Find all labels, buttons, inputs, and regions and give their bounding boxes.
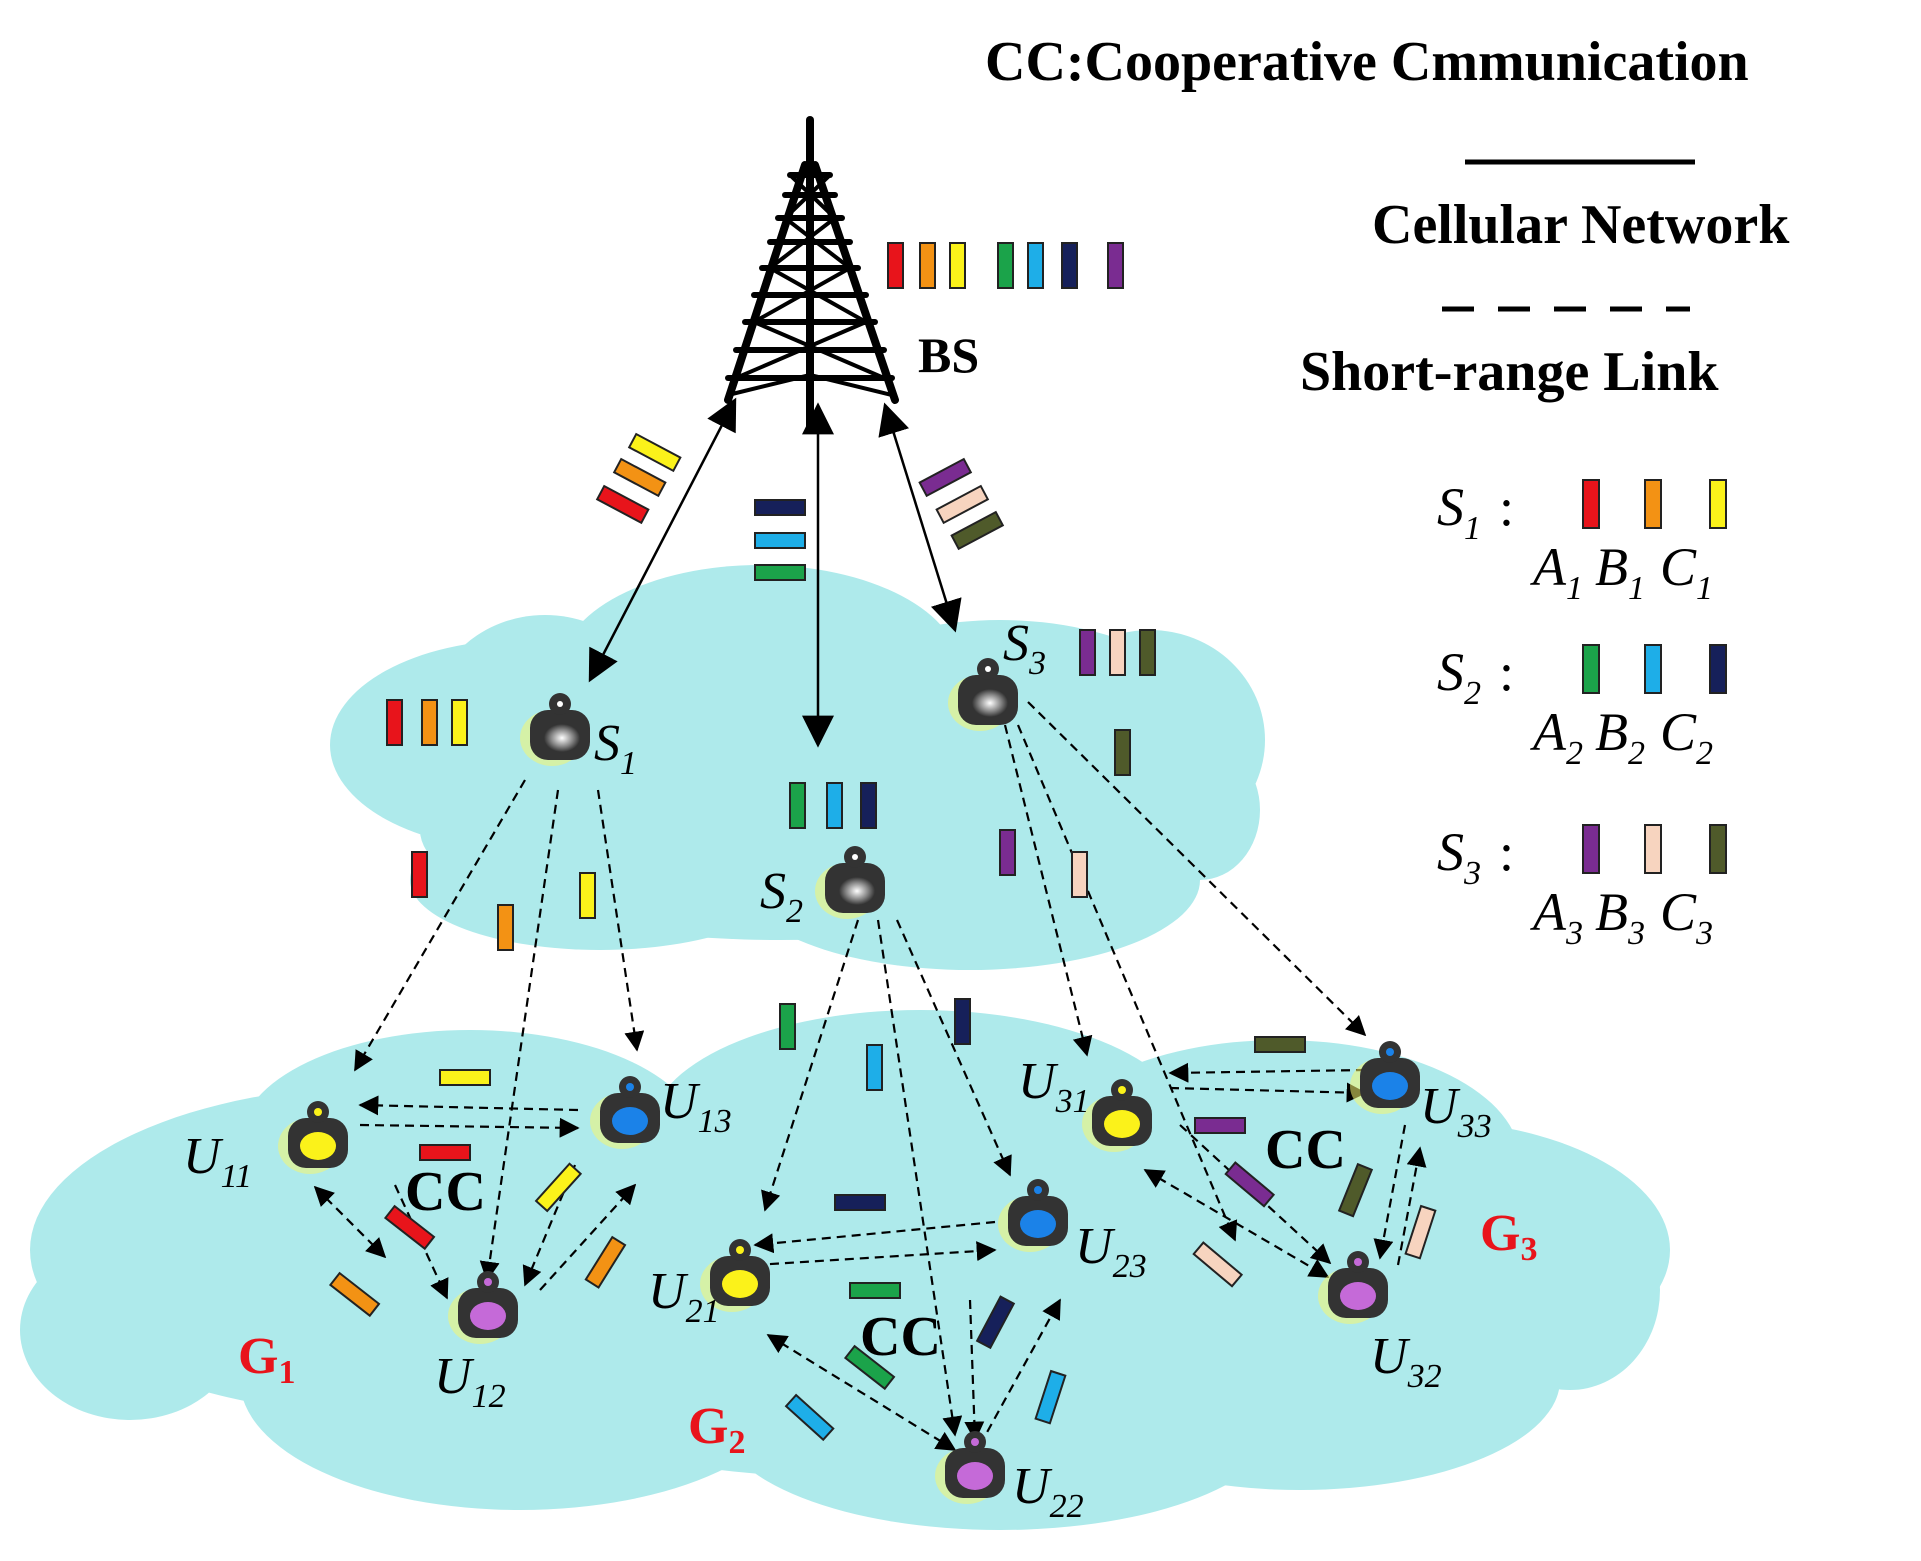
source-node-s3[interactable] [948, 658, 1018, 731]
user-node-u31[interactable] [1082, 1079, 1152, 1152]
user-label-u22: U22 [1012, 1458, 1084, 1525]
user-label-u13: U13 [660, 1073, 732, 1140]
user-label-u23: U23 [1075, 1218, 1147, 1285]
cellular-link-s1 [588, 397, 737, 683]
legend-part-label-c3: C3 [1660, 882, 1713, 952]
legend-part-label-a1: A1 [1530, 537, 1583, 607]
legend-packet-b3 [1644, 824, 1662, 874]
group-label-g3: G3 [1480, 1205, 1537, 1268]
bs-packet-c1 [949, 242, 966, 289]
legend-title: CC:Cooperative Cmmunication [985, 31, 1749, 93]
legend-packet-c1 [1709, 479, 1727, 529]
legend-packet-a3 [1582, 824, 1600, 874]
legend-packet-a1 [1582, 479, 1600, 529]
bs-packet-b2 [1027, 242, 1044, 289]
user-node-u23[interactable] [998, 1179, 1068, 1252]
shortrange-packets [328, 729, 1437, 1442]
bs-label: BS [918, 327, 979, 383]
source-label-s2: S2 [760, 863, 803, 930]
source-label-s3: S3 [1003, 615, 1046, 682]
legend-shortrange-label: Short-range Link [1300, 341, 1719, 403]
user-node-u21[interactable] [700, 1239, 770, 1312]
user-node-u11[interactable] [278, 1101, 348, 1174]
group-label-g2: G2 [688, 1398, 745, 1461]
legend-cellular-label: Cellular Network [1372, 194, 1790, 256]
cellular-link-s3 [878, 402, 962, 633]
bs-packet-a2 [997, 242, 1014, 289]
legend-packet-c2 [1709, 644, 1727, 694]
bs-packet-b1 [919, 242, 936, 289]
legend-packet-a2 [1582, 644, 1600, 694]
cc-label-g1: CC [405, 1161, 486, 1223]
legend-part-label-c2: C2 [1660, 702, 1713, 772]
user-node-u13[interactable] [590, 1076, 660, 1149]
bs-packets [887, 242, 1124, 289]
legend-part-label-a3: A3 [1530, 882, 1583, 952]
group-label-g1: G1 [238, 1328, 295, 1391]
link-packets [595, 432, 1005, 581]
user-node-u32[interactable] [1318, 1251, 1388, 1324]
user-label-u11: U11 [183, 1128, 252, 1195]
source-packets [386, 629, 1156, 829]
user-node-u22[interactable] [935, 1431, 1005, 1504]
user-label-u32: U32 [1370, 1328, 1442, 1395]
legend-source-label-1: S2: [1437, 642, 1514, 712]
source-label-s1: S1 [594, 715, 637, 782]
legend-packet-b1 [1644, 479, 1662, 529]
user-node-u12[interactable] [448, 1271, 518, 1344]
user-node-u33[interactable] [1350, 1041, 1420, 1114]
legend-packet-b2 [1644, 644, 1662, 694]
cellular-links [588, 397, 962, 748]
legend-part-label-b2: B2 [1595, 702, 1645, 772]
legend-part-label-b3: B3 [1595, 882, 1645, 952]
legend-source-label-0: S1: [1437, 477, 1514, 547]
user-label-u21: U21 [648, 1263, 720, 1330]
bs-packet-c2 [1061, 242, 1078, 289]
bs-packet-a3 [1107, 242, 1124, 289]
legend-source-label-2: S3: [1437, 822, 1514, 892]
legend-packet-c3 [1709, 824, 1727, 874]
user-label-u33: U33 [1420, 1078, 1492, 1145]
legend-part-label-b1: B1 [1595, 537, 1645, 607]
cc-label-g3: CC [1265, 1119, 1346, 1181]
user-label-u31: U31 [1018, 1053, 1090, 1120]
legend-part-label-a2: A2 [1530, 702, 1583, 772]
source-node-s1[interactable] [520, 693, 590, 766]
user-nodes [278, 1041, 1420, 1504]
user-label-u12: U12 [434, 1348, 506, 1415]
legend-part-label-c1: C1 [1660, 537, 1713, 607]
bs-packet-a1 [887, 242, 904, 289]
bs-tower-icon [724, 116, 899, 434]
source-node-s2[interactable] [815, 846, 885, 919]
cc-label-g2: CC [860, 1306, 941, 1368]
